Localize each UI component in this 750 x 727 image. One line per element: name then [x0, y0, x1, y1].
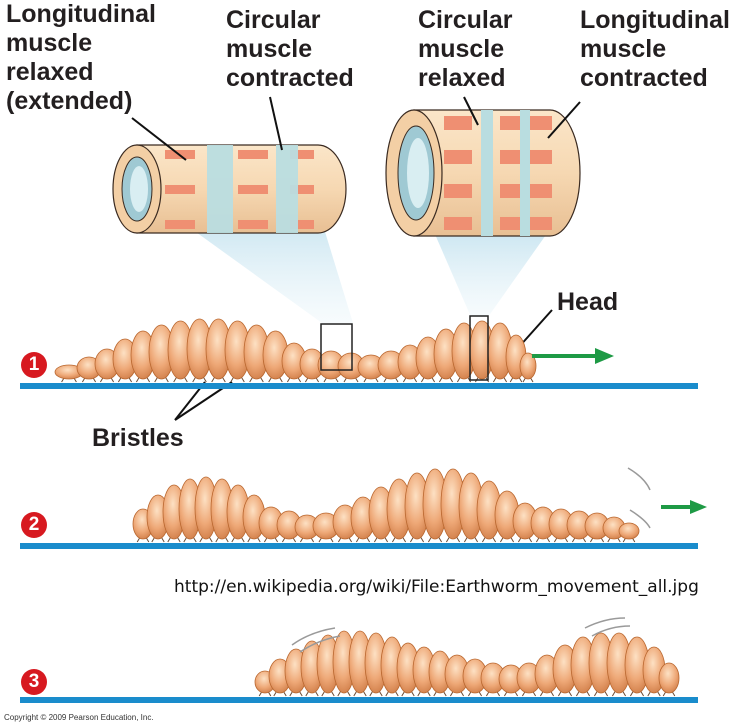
leader-head [517, 309, 553, 349]
label-circular-muscle-contracted: Circular muscle contracted [226, 6, 354, 92]
step-badge-3: 3 [21, 669, 47, 695]
leader-circular-relaxed [463, 96, 479, 126]
ground-line-2 [20, 543, 698, 549]
direction-arrow-1 [532, 348, 614, 364]
earthworm-step-3 [254, 630, 680, 697]
detail-box-longitudinal-contracted [469, 315, 489, 381]
leader-longitudinal-relaxed [131, 117, 187, 161]
earthworm-step-1 [54, 318, 537, 383]
step-badge-2: 2 [21, 512, 47, 538]
copyright-notice: Copyright © 2009 Pearson Education, Inc. [4, 713, 154, 722]
label-bristles: Bristles [92, 424, 184, 452]
muscle-tube-narrow [112, 144, 347, 234]
leader-longitudinal-contracted [547, 101, 581, 139]
label-longitudinal-muscle-relaxed: Longitudinal muscle relaxed (extended) [6, 0, 156, 115]
source-url: http://en.wikipedia.org/wiki/File:Earthw… [174, 577, 699, 597]
leader-circular-contracted [269, 96, 283, 151]
magnify-beam-right [434, 232, 548, 317]
muscle-tube-wide [385, 109, 581, 237]
label-longitudinal-muscle-contracted: Longitudinal muscle contracted [580, 6, 730, 92]
ground-line-3 [20, 697, 698, 703]
earthworm-step-2 [132, 468, 640, 543]
label-circular-muscle-relaxed: Circular muscle relaxed [418, 6, 513, 92]
direction-arrow-2 [661, 500, 707, 514]
detail-box-circular-contracted [320, 323, 353, 371]
motion-lines [291, 467, 651, 653]
label-head: Head [557, 288, 619, 316]
magnify-beam-left [182, 222, 353, 323]
step-badge-1: 1 [21, 352, 47, 378]
ground-line-1 [20, 383, 698, 389]
